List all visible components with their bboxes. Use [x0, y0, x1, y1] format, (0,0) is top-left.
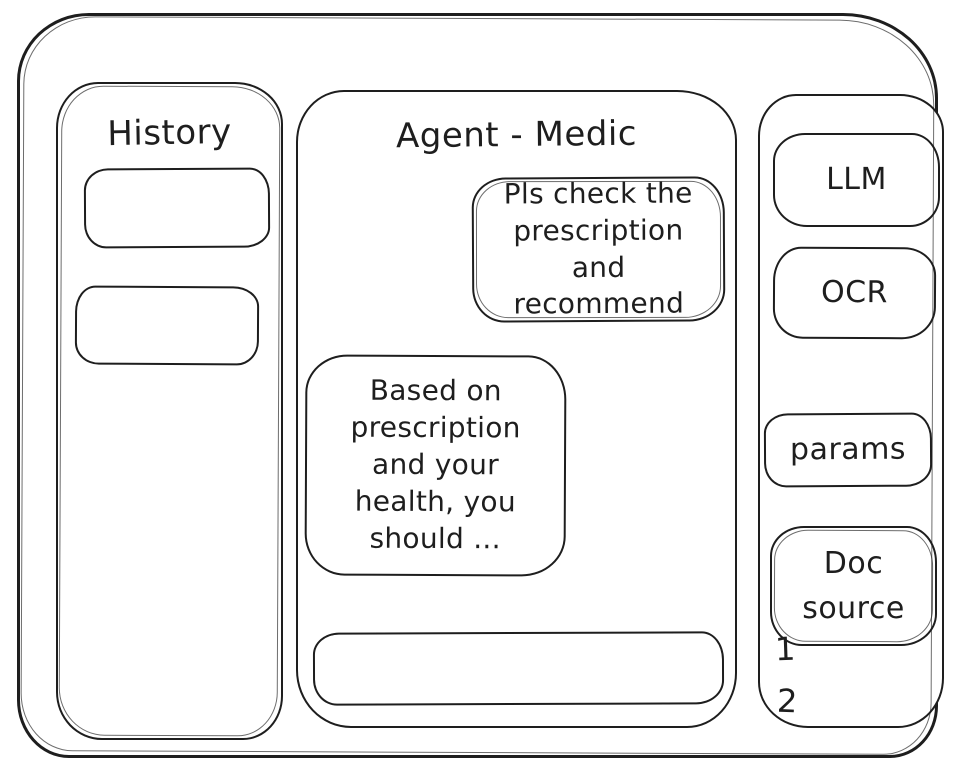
ocr-button[interactable]: OCR — [772, 246, 937, 340]
doc-source-item-number: 2 — [776, 681, 799, 721]
doc-source-item-number: 1 — [774, 629, 797, 669]
params-button-label: params — [789, 431, 907, 468]
llm-button-label: LLM — [826, 162, 887, 198]
doc-source-button-label: Doc source — [802, 546, 905, 626]
ocr-button-label: OCR — [820, 275, 889, 311]
history-item[interactable] — [74, 285, 260, 366]
tools-sidebar: LLM OCR params Doc source 1 2 — [758, 94, 944, 728]
history-sidebar: History — [56, 82, 283, 740]
doc-source-button[interactable]: Doc source — [770, 526, 937, 646]
chat-title: Agent - Medic — [395, 113, 638, 157]
history-item[interactable] — [83, 167, 271, 249]
llm-button[interactable]: LLM — [773, 133, 940, 227]
history-title: History — [106, 111, 233, 155]
assistant-message-bubble: Based on prescription and your health, y… — [304, 354, 567, 577]
params-button[interactable]: params — [763, 412, 933, 488]
app-frame: History Agent - Medic Pls check the pres… — [17, 13, 944, 758]
chat-panel: Agent - Medic Pls check the prescription… — [296, 90, 737, 728]
user-message-text: Pls check the prescription and recommend — [503, 176, 693, 321]
assistant-message-text: Based on prescription and your health, y… — [350, 373, 521, 556]
user-message-bubble: Pls check the prescription and recommend — [471, 176, 726, 323]
message-input[interactable] — [312, 631, 725, 706]
